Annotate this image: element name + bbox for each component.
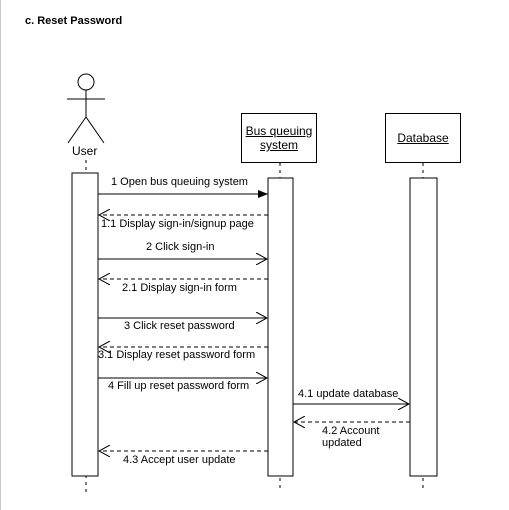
diagram-title: c. Reset Password: [25, 15, 123, 27]
user-actor-icon: [67, 73, 105, 144]
system-participant-line-1: Bus queuing: [245, 124, 313, 138]
message-label-m3_1: 3.1 Display reset password form: [98, 349, 256, 361]
message-label-m4: 4 Fill up reset password form: [108, 380, 250, 392]
system-participant-box: Bus queuing system: [241, 113, 317, 163]
message-label-m4_3: 4.3 Accept user update: [123, 454, 236, 466]
system-participant-line-2: system: [259, 138, 298, 152]
message-label-m4_2: 4.2 Account updated: [322, 425, 380, 449]
user-actor-label: User: [72, 144, 98, 158]
message-label-m4_2-line-2: updated: [322, 437, 362, 449]
message-label-m1_1: 1.1 Display sign-in/signup page: [101, 218, 254, 230]
database-participant-label: Database: [397, 131, 449, 145]
database-participant-box: Database: [385, 113, 461, 163]
message-label-m3: 3 Click reset password: [124, 320, 235, 332]
message-label-m1: 1 Open bus queuing system: [111, 176, 248, 188]
message-label-m4_2-line-1: 4.2 Account: [322, 425, 380, 437]
page-left-border: [0, 0, 1, 510]
system-activation-bar: [267, 177, 294, 477]
database-activation-bar: [409, 177, 438, 477]
message-label-m2: 2 Click sign-in: [146, 241, 215, 253]
message-label-m2_1: 2.1 Display sign-in form: [122, 282, 237, 294]
user-activation-bar: [71, 172, 99, 477]
message-label-m4_1: 4.1 update database: [298, 388, 399, 400]
